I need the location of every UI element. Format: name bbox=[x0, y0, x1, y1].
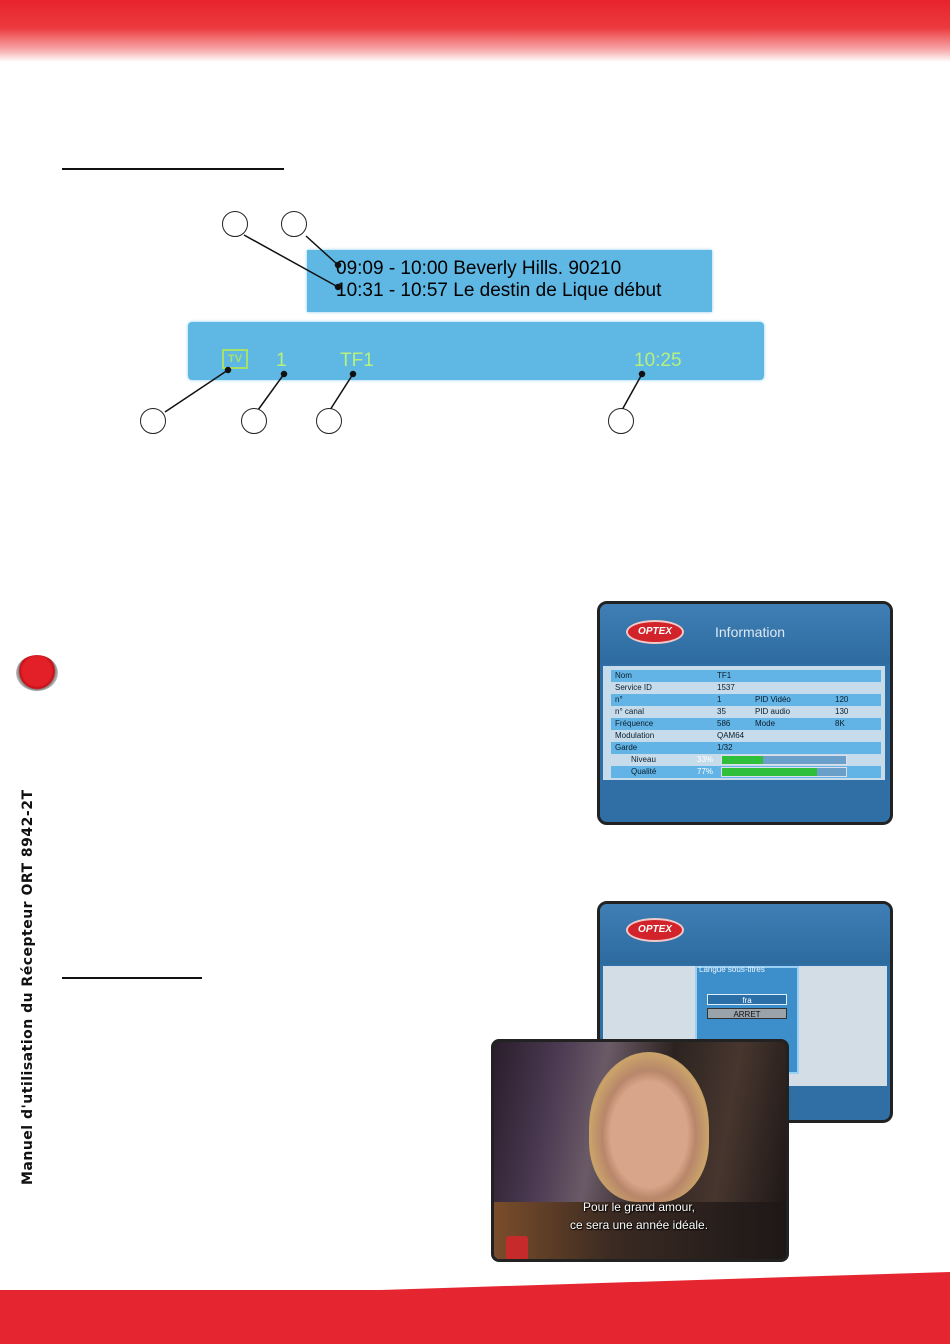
info-table: Nom TF1 Service ID 1537 n° 1 PID Vidéo 1… bbox=[603, 666, 885, 780]
table-row: n° canal 35 PID audio 130 bbox=[615, 707, 849, 716]
signal-quality-bar bbox=[721, 767, 847, 777]
signal-level-bar bbox=[721, 755, 847, 765]
channel-number: 1 bbox=[276, 350, 287, 371]
subtitle-option[interactable]: ARRET bbox=[707, 1008, 787, 1019]
red-remote-button-icon bbox=[16, 655, 58, 691]
bottom-red-band bbox=[0, 1290, 950, 1344]
callout-circle bbox=[140, 408, 166, 434]
optex-logo: OPTEX bbox=[626, 620, 684, 644]
subtitle-line-2: ce sera une année idéale. bbox=[569, 1218, 709, 1232]
tv-icon: TV bbox=[222, 349, 248, 369]
signal-level-fill bbox=[722, 756, 763, 764]
table-row: Garde 1/32 bbox=[611, 742, 881, 754]
channel-info-bar bbox=[188, 322, 764, 380]
table-row: Fréquence 586 Mode 8K bbox=[611, 718, 881, 730]
clock: 10:25 bbox=[634, 350, 682, 371]
table-row: n° 1 PID Vidéo 120 bbox=[611, 694, 881, 706]
section-heading-rule bbox=[62, 168, 284, 170]
signal-quality-fill bbox=[722, 768, 818, 776]
person-figure bbox=[589, 1052, 709, 1202]
information-screen: OPTEX Information Nom TF1 Service ID 153… bbox=[597, 601, 893, 825]
callout-circle bbox=[222, 211, 248, 237]
signal-level-row: Niveau 33% bbox=[631, 755, 714, 764]
screen-title: Information bbox=[715, 624, 786, 640]
epg-next-line: 10:31 - 10:57 Le destin de Lique début bbox=[336, 280, 662, 301]
callout-circle bbox=[316, 408, 342, 434]
callout-leaders bbox=[164, 234, 646, 413]
side-manual-title: Manuel d'utilisation du Récepteur ORT 89… bbox=[20, 789, 36, 1185]
table-row: Nom TF1 bbox=[611, 670, 881, 682]
epg-now-line: 09:09 - 10:00 Beverly Hills. 90210 bbox=[336, 258, 622, 279]
subtitle-line-1: Pour le grand amour, bbox=[582, 1200, 696, 1214]
channel-name: TF1 bbox=[340, 350, 374, 371]
menu-title: Langue sous-titres bbox=[699, 965, 765, 974]
callout-circle bbox=[608, 408, 634, 434]
subsection-heading-rule bbox=[62, 977, 202, 979]
optex-logo: OPTEX bbox=[626, 918, 684, 942]
video-still-photo: Pour le grand amour, ce sera une année i… bbox=[491, 1039, 789, 1262]
epg-banner bbox=[307, 250, 712, 312]
table-row: Modulation QAM64 bbox=[615, 731, 745, 740]
subtitle-option[interactable]: fra bbox=[707, 994, 787, 1005]
table-foreground bbox=[494, 1202, 786, 1259]
callout-circle bbox=[241, 408, 267, 434]
callout-circle bbox=[281, 211, 307, 237]
top-red-band bbox=[0, 0, 950, 62]
table-row: Service ID 1537 bbox=[615, 683, 735, 692]
candle bbox=[506, 1236, 528, 1259]
